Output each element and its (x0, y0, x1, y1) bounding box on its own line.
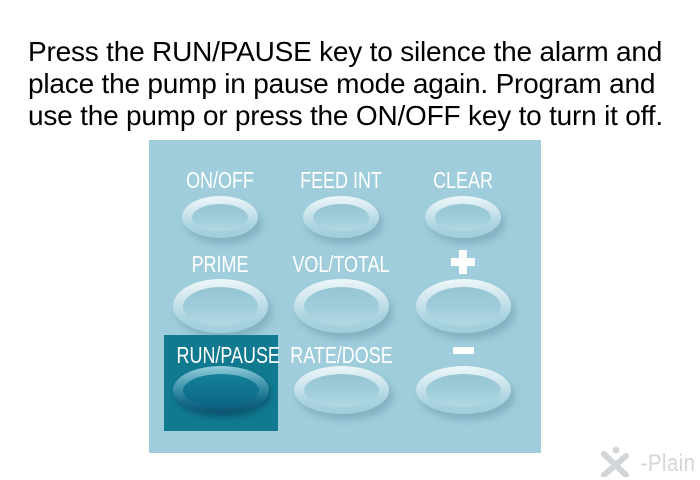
instruction-text: Press the RUN/PAUSE key to silence the a… (28, 36, 663, 132)
key-label: RATE/DOSE (290, 342, 393, 368)
key-feed-int[interactable]: FEED INT (276, 167, 406, 243)
xplain-logo-x-icon (600, 446, 629, 477)
key-oval (425, 196, 501, 238)
minus-icon (453, 347, 474, 354)
key-oval (294, 366, 389, 414)
key-oval (173, 366, 269, 414)
key-rate-dose[interactable]: RATE/DOSE (276, 342, 406, 422)
key-label: PRIME (191, 251, 249, 277)
instruction-line: place the pump in pause mode again. Prog… (28, 68, 656, 99)
key-oval (182, 196, 258, 238)
instruction-line: Press the RUN/PAUSE key to silence the a… (28, 36, 663, 67)
xplain-watermark: -Plain (597, 445, 695, 477)
key-on-off[interactable]: ON/OFF (155, 167, 285, 243)
key-label: RUN/PAUSE (176, 342, 280, 368)
key-oval (416, 279, 511, 333)
key-prime[interactable]: PRIME (155, 251, 285, 339)
instruction-line: use the pump or press the ON/OFF key to … (28, 100, 663, 131)
key-minus[interactable] (398, 342, 528, 422)
key-oval (416, 366, 511, 414)
key-clear[interactable]: CLEAR (398, 167, 528, 243)
key-plus[interactable] (398, 250, 528, 339)
key-oval (294, 279, 389, 333)
key-label: VOL/TOTAL (292, 251, 390, 277)
plus-icon (451, 250, 475, 274)
key-label: FEED INT (300, 167, 382, 193)
xplain-watermark-text: -Plain (640, 450, 695, 477)
key-label: ON/OFF (186, 167, 254, 193)
keypad-panel: ON/OFF FEED INT CLEAR PRIME VOL/TOTAL (149, 140, 541, 453)
key-run-pause[interactable]: RUN/PAUSE (164, 335, 280, 431)
key-oval (303, 196, 379, 238)
key-oval (173, 279, 268, 333)
key-vol-total[interactable]: VOL/TOTAL (276, 251, 406, 339)
key-label: CLEAR (433, 167, 493, 193)
